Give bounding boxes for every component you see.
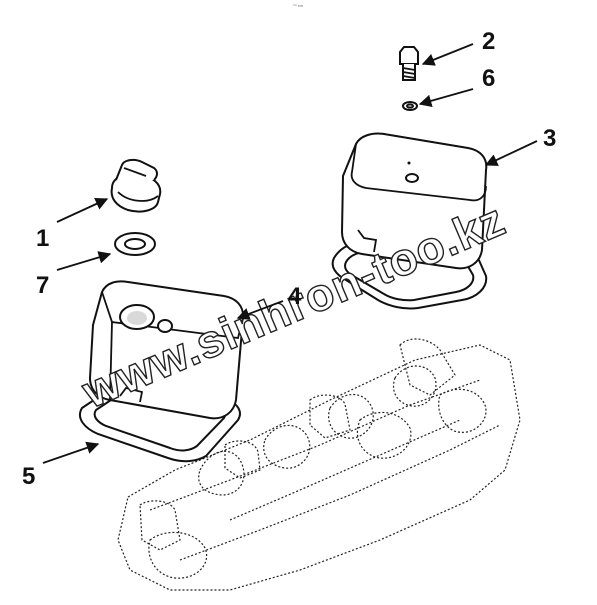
- right-valve-cover-part-3: [340, 132, 488, 270]
- seal-ring-part-7: [114, 232, 156, 256]
- leader-arrow-6: [418, 88, 474, 107]
- callout-labels: 1 2 3 4 5 6 7: [22, 28, 556, 490]
- callout-1: 1: [36, 225, 49, 252]
- leader-arrows: [42, 43, 538, 464]
- washer-part-6: [402, 101, 418, 111]
- left-valve-cover-part-4: [88, 280, 245, 420]
- callout-2: 2: [482, 28, 495, 55]
- leader-arrow-2: [421, 43, 474, 66]
- leader-arrow-4: [236, 300, 284, 320]
- bolt-part-2: [399, 46, 419, 81]
- leader-arrow-1: [56, 198, 109, 223]
- leader-arrow-7: [56, 251, 112, 271]
- callout-3: 3: [543, 125, 556, 152]
- cylinder-head: [117, 338, 521, 591]
- leader-arrow-3: [484, 140, 538, 166]
- top-mark: ™ sm: [293, 3, 304, 8]
- filler-cap-part-1: [110, 158, 162, 213]
- callout-4: 4: [288, 283, 302, 310]
- leader-arrow-5: [42, 441, 100, 464]
- callout-6: 6: [482, 65, 495, 92]
- callout-7: 7: [36, 272, 49, 299]
- callout-5: 5: [22, 463, 35, 490]
